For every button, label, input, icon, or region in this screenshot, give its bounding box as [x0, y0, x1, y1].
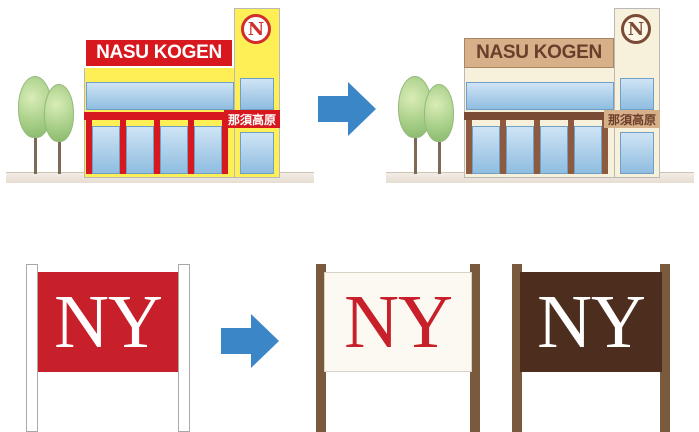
pillar [500, 120, 506, 174]
shop-window [126, 126, 154, 174]
shop-window [506, 126, 534, 174]
tree-trunk [34, 118, 37, 174]
shop-window [194, 126, 222, 174]
logo-n-icon: N [621, 14, 651, 44]
arrow-right-icon [318, 82, 376, 136]
tree-icon [424, 84, 454, 142]
ny-sign-after-dark: NY [512, 264, 670, 432]
building-before-illustration: NASU KOGEN N 那須高原 [0, 0, 330, 200]
sign-pole-left [26, 264, 38, 432]
kanji-sign: 那須高原 [224, 110, 280, 128]
sign-pole-right [178, 264, 190, 432]
ny-sign-before: NY [26, 264, 192, 432]
sign-pole-right [470, 264, 480, 432]
kanji-sign: 那須高原 [604, 110, 660, 128]
sign-pole-left [512, 264, 522, 432]
facade-band [464, 112, 614, 120]
sign-pole-left [316, 264, 326, 432]
pillar [568, 120, 574, 174]
pillar [222, 120, 228, 174]
shop-window [540, 126, 568, 174]
building-after-illustration: NASU KOGEN N 那須高原 [380, 0, 699, 200]
pillar [534, 120, 540, 174]
store-sign: NASU KOGEN [84, 38, 234, 68]
tower-lower-windows [620, 132, 654, 174]
upper-windows [466, 82, 614, 110]
facade-band [84, 112, 234, 120]
tower-windows [240, 78, 274, 110]
pillar [154, 120, 160, 174]
shop-window [574, 126, 602, 174]
pillar [602, 120, 608, 174]
ny-sign-board: NY [324, 272, 472, 372]
pillar [188, 120, 194, 174]
ny-sign-board: NY [520, 272, 662, 372]
shop-window [92, 126, 120, 174]
pillar [86, 120, 92, 174]
arrow-right-icon [221, 314, 279, 368]
pillar [120, 120, 126, 174]
tower-lower-windows [240, 132, 274, 174]
shop-window [160, 126, 188, 174]
tower-windows [620, 78, 654, 110]
tree-icon [44, 84, 74, 142]
tree-trunk [58, 122, 61, 174]
logo-n-icon: N [241, 14, 271, 44]
shop-window [472, 126, 500, 174]
ny-sign-after-light: NY [316, 264, 480, 432]
pillar [466, 120, 472, 174]
ny-sign-board: NY [38, 272, 178, 372]
upper-windows [86, 82, 234, 110]
sign-pole-right [660, 264, 670, 432]
tree-trunk [414, 118, 417, 174]
tree-trunk [438, 122, 441, 174]
store-sign: NASU KOGEN [464, 38, 614, 68]
